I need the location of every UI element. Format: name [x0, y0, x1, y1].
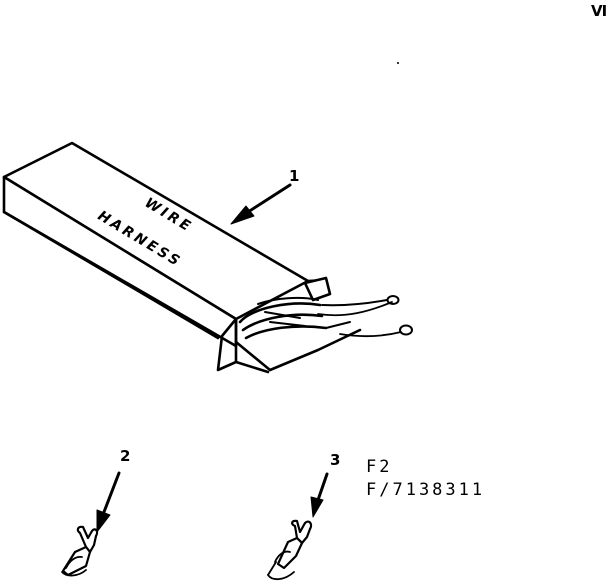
figure-reference: F2 F/7138311 [366, 456, 485, 502]
terminal-clip-3 [267, 519, 313, 581]
callout-label-3: 3 [330, 451, 341, 469]
part-number: F/7138311 [366, 480, 486, 500]
figure-number: F2 [366, 457, 393, 477]
wire-harness-box [2, 141, 413, 374]
callout-arrow-2 [96, 471, 121, 533]
callout-arrow-1 [230, 183, 292, 225]
callout-label-2: 2 [120, 447, 131, 465]
page-corner-mark: VI [591, 2, 607, 20]
terminal-clip-2 [61, 525, 99, 577]
callout-label-1: 1 [289, 167, 300, 185]
stray-mark [396, 61, 400, 65]
callout-arrow-3 [310, 472, 329, 518]
